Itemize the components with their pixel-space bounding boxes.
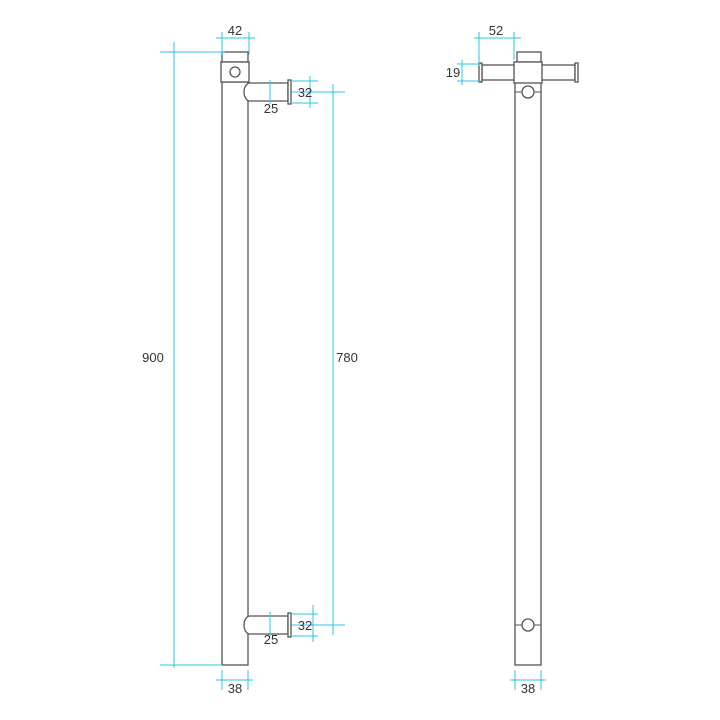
dimension-lines: [160, 32, 345, 690]
dim-arm-diameter-bottom: 32: [298, 618, 312, 633]
dim-bar-width: 38: [228, 681, 242, 696]
dimension-lines: [457, 32, 546, 690]
screw-icon: [229, 66, 241, 78]
dim-arm-height: 19: [446, 65, 460, 80]
side-view: 42 900 780 32 25 32 25 38: [142, 23, 358, 696]
hub: [513, 61, 543, 84]
dim-arm-diameter-top: 32: [298, 85, 312, 100]
dim-arm-length-top: 25: [264, 101, 278, 116]
front-view: 52 19 38: [446, 23, 579, 696]
screw-icon: [521, 85, 535, 99]
dim-bar-width: 38: [521, 681, 535, 696]
dim-arm-length-bottom: 25: [264, 632, 278, 647]
bar: [221, 81, 249, 666]
dim-arm-reach: 52: [489, 23, 503, 38]
dim-arm-spacing: 780: [336, 350, 358, 365]
bar: [514, 81, 542, 666]
top-arm: [243, 79, 292, 105]
arm-end-left: [478, 62, 483, 83]
dim-top-width: 42: [228, 23, 242, 38]
top-cap: [221, 51, 249, 63]
arm-end-right: [574, 62, 579, 83]
bottom-arm: [243, 612, 292, 638]
top-cap: [516, 51, 542, 63]
screw-icon: [521, 618, 535, 632]
dim-height: 900: [142, 350, 164, 365]
